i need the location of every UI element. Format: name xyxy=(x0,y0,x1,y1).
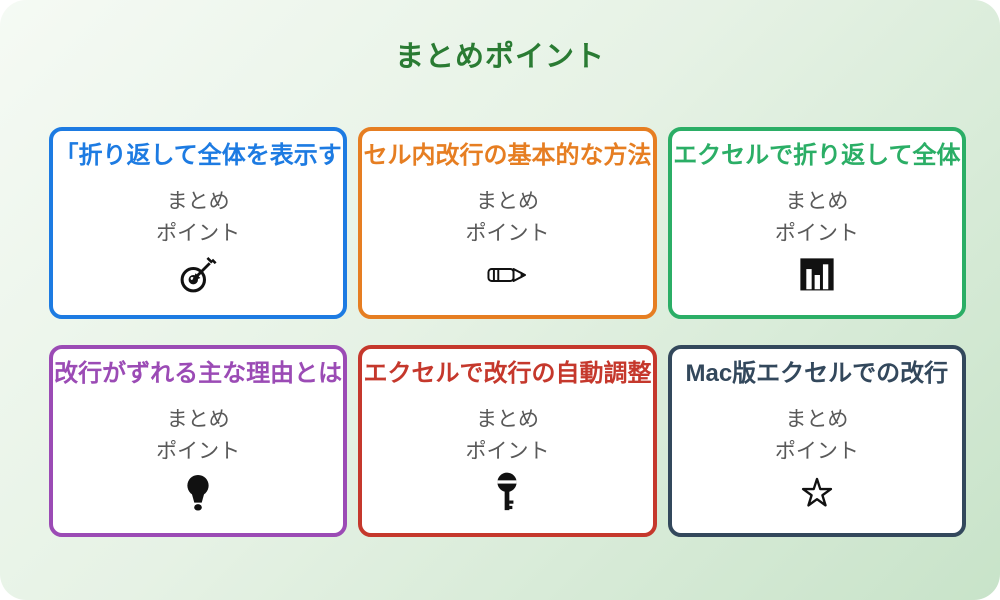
card-body-line2: ポイント xyxy=(774,222,859,245)
card-body-line1: まとめ xyxy=(475,408,539,431)
card-body-line2: ポイント xyxy=(465,440,550,463)
card-title: エクセルで折り返して全体 xyxy=(673,142,961,169)
card-body-text: まとめ ポイント xyxy=(465,186,549,250)
card-excel-wrap-text: エクセルで折り返して全体 まとめ ポイント xyxy=(667,127,966,319)
card-wrap-text-display: 「折り返して全体を表示す まとめ ポイント xyxy=(49,127,348,319)
card-grid: 「折り返して全体を表示す まとめ ポイント セル内改行の基本的な方法 xyxy=(49,127,966,537)
bar-chart-icon xyxy=(798,253,836,297)
page-title: まとめポイント xyxy=(394,41,605,73)
star-icon xyxy=(799,471,835,515)
card-body-line2: ポイント xyxy=(156,222,241,245)
card-body-line1: まとめ xyxy=(785,190,849,213)
card-body-text: まとめ ポイント xyxy=(775,404,859,468)
target-icon xyxy=(178,253,218,297)
lightbulb-icon xyxy=(181,471,215,515)
card-body-text: まとめ ポイント xyxy=(156,186,240,250)
pencil-icon xyxy=(485,253,529,297)
card-body-text: まとめ ポイント xyxy=(465,404,549,468)
card-title: 「折り返して全体を表示す xyxy=(54,142,342,169)
card-body-line1: まとめ xyxy=(785,408,849,431)
card-line-break-shift-reasons: 改行がずれる主な理由とは まとめ ポイント xyxy=(49,345,348,537)
card-title: エクセルで改行の自動調整 xyxy=(363,360,652,387)
card-body-text: まとめ ポイント xyxy=(775,186,859,250)
card-body-text: まとめ ポイント xyxy=(156,404,240,468)
card-title: 改行がずれる主な理由とは xyxy=(54,360,343,387)
card-body-line1: まとめ xyxy=(166,408,230,431)
card-body-line1: まとめ xyxy=(166,190,230,213)
key-icon xyxy=(492,471,522,515)
card-mac-excel-line-break: Mac版エクセルでの改行 まとめ ポイント xyxy=(667,345,966,537)
card-body-line2: ポイント xyxy=(465,222,550,245)
card-title: セル内改行の基本的な方法 xyxy=(363,142,652,169)
card-body-line2: ポイント xyxy=(774,440,859,463)
card-basic-line-break: セル内改行の基本的な方法 まとめ ポイント xyxy=(358,127,657,319)
card-body-line1: まとめ xyxy=(475,190,539,213)
card-body-line2: ポイント xyxy=(156,440,241,463)
card-title: Mac版エクセルでの改行 xyxy=(685,360,949,387)
card-excel-auto-adjust: エクセルで改行の自動調整 まとめ ポイント xyxy=(358,345,657,537)
